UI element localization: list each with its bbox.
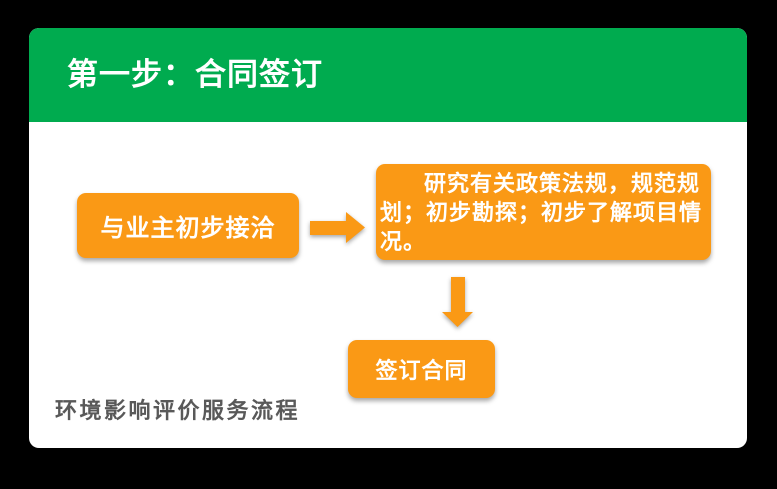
right-arrow-icon [310,211,366,244]
down-arrow-icon [441,277,474,328]
step-title: 第一步：合同签订 [67,57,323,92]
flow-node-initial-contact: 与业主初步接洽 [77,193,299,258]
slide-card: 第一步：合同签订 与业主初步接洽 研究有关政策法规，规范规划；初步勘探；初步了解… [29,28,747,448]
flow-node-sign-contract-label: 签订合同 [375,358,468,383]
slide-header: 第一步：合同签订 [29,28,747,122]
flow-node-research-label: 研究有关政策法规，规范规划；初步勘探；初步了解项目情况。 [380,171,703,254]
flow-node-research: 研究有关政策法规，规范规划；初步勘探；初步了解项目情况。 [376,164,711,260]
flow-node-initial-contact-label: 与业主初步接洽 [100,215,276,242]
caption: 环境影响评价服务流程 [55,398,301,423]
flow-node-sign-contract: 签订合同 [348,340,495,398]
